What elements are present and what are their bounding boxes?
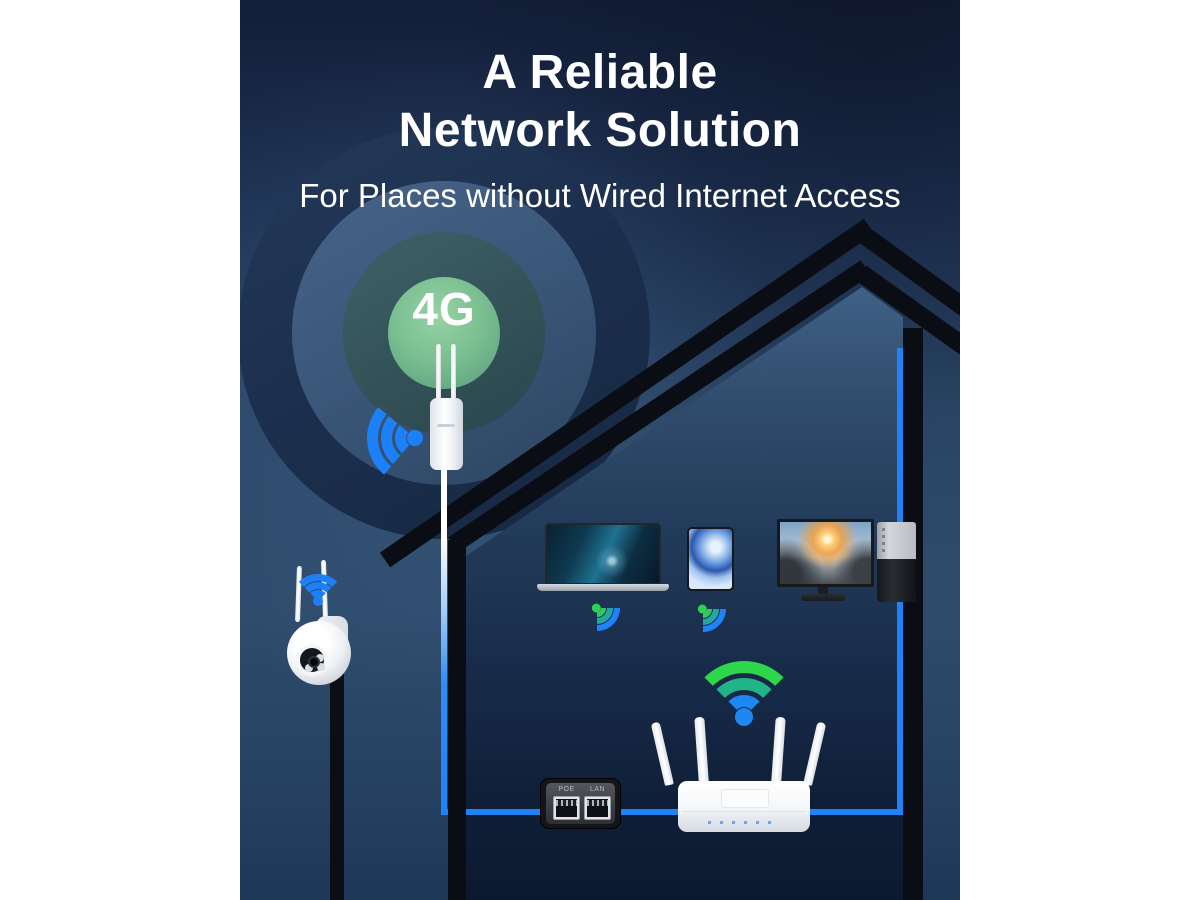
- lan-port-jack: [587, 799, 608, 817]
- title-line-1: A Reliable: [482, 46, 718, 99]
- monitor-stand: [801, 594, 845, 601]
- antenna-drop-cable: [441, 468, 447, 815]
- 4g-label: 4G: [412, 283, 476, 335]
- cpe-logo-mark: [437, 424, 455, 427]
- page-subtitle: For Places without Wired Internet Access: [299, 177, 901, 214]
- tablet: [687, 527, 734, 591]
- wall-right: [903, 328, 923, 900]
- camera-lens: [296, 644, 328, 676]
- ethernet-line-horizontal: [441, 809, 903, 815]
- poe-panel: POE LAN: [546, 783, 615, 824]
- poe-port: [553, 796, 580, 820]
- artwork-area: A Reliable Network Solution For Places w…: [240, 0, 960, 900]
- poe-injector: POE LAN: [540, 778, 621, 829]
- laptop: [545, 523, 661, 585]
- camera-pole: [330, 655, 344, 900]
- page-title: A Reliable Network Solution: [240, 44, 960, 160]
- poe-port-label: POE: [558, 786, 575, 793]
- title-line-2: Network Solution: [398, 104, 802, 157]
- pc-tower-vents: [882, 528, 885, 554]
- cpe-antenna-left: [436, 344, 441, 402]
- lan-port-label: LAN: [589, 786, 606, 793]
- lan-port: [584, 796, 611, 820]
- router-led-indicators: [708, 821, 780, 824]
- router-label-plate: [721, 789, 769, 808]
- wall-left: [448, 540, 466, 900]
- poe-port-jack: [556, 799, 577, 817]
- monitor-neck: [818, 587, 828, 595]
- router-seam: [682, 811, 806, 812]
- coverage-circle-green: [388, 277, 500, 389]
- pc-tower-lower-panel: [877, 558, 916, 602]
- cpe-antenna-right: [451, 344, 456, 402]
- wifi-router: [678, 781, 810, 832]
- camera-lens-core: [308, 656, 320, 668]
- pc-tower: [877, 522, 916, 602]
- desktop-monitor: [777, 519, 874, 587]
- laptop-base: [537, 584, 669, 591]
- 4g-outdoor-unit: [430, 398, 463, 470]
